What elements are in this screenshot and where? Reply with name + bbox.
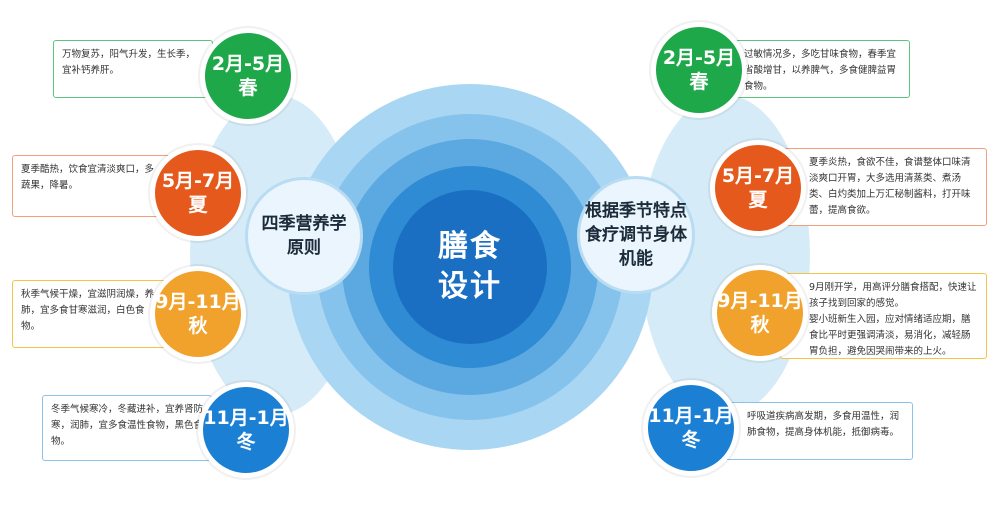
season-range: 9月-11月 xyxy=(717,290,803,312)
right-summer-badge: 5月-7月 夏 xyxy=(710,140,806,236)
season-range: 11月-1月 xyxy=(203,407,289,429)
season-name: 秋 xyxy=(750,314,770,336)
principle-left: 四季营养学 原则 xyxy=(245,177,363,295)
season-name: 冬 xyxy=(236,431,256,453)
right-autumn-badge: 9月-11月 秋 xyxy=(712,265,808,361)
season-range: 11月-1月 xyxy=(648,405,734,427)
right-winter-text: 呼吸道疾病高发期，多食用温性，润肺食物，提高身体机能，抵御病毒。 xyxy=(720,402,913,460)
season-name: 秋 xyxy=(188,315,208,337)
right-spring-badge: 2月-5月 春 xyxy=(651,22,747,118)
right-summer-text: 夏季炎热，食欲不佳，食谱整体口味清淡爽口开胃，大多选用清蒸类、煮汤类、白灼类加上… xyxy=(780,148,987,226)
left-spring-badge: 2月-5月 春 xyxy=(200,28,296,124)
season-name: 夏 xyxy=(188,194,208,216)
principle-right: 根据季节特点 食疗调节身体 机能 xyxy=(577,176,695,294)
season-name: 春 xyxy=(689,71,709,93)
right-winter-badge: 11月-1月 冬 xyxy=(643,380,739,476)
left-autumn-text: 秋季气候干燥，宜滋阴润燥，养肺，宜多食甘寒滋润，白色食物。 xyxy=(12,280,167,348)
right-autumn-text: 9月刚开学，用高评分膳食搭配，快速让孩子找到回家的感觉。 婴小班新生入园，应对情… xyxy=(780,273,987,359)
left-summer-badge: 5月-7月 夏 xyxy=(150,145,246,241)
season-range: 2月-5月 xyxy=(662,47,736,69)
season-range: 5月-7月 xyxy=(161,170,235,192)
left-spring-text: 万物复苏，阳气升发，生长季，宜补钙养肝。 xyxy=(53,40,213,98)
right-spring-text: 过敏情况多，多吃甘味食物，春季宜省酸增甘，以养脾气，多食健脾益胃食物。 xyxy=(735,40,910,98)
left-summer-text: 夏季酷热，饮食宜清淡爽口，多蔬果，降暑。 xyxy=(12,155,172,217)
season-name: 春 xyxy=(238,77,258,99)
season-range: 9月-11月 xyxy=(155,291,241,313)
season-name: 冬 xyxy=(681,429,701,451)
left-winter-text: 冬季气候寒冷，冬藏进补，宜养肾防寒，润肺，宜多食温性食物，黑色食物。 xyxy=(42,395,212,461)
center-title: 膳食 设计 xyxy=(438,229,502,304)
inner-ring xyxy=(393,190,547,344)
season-name: 夏 xyxy=(748,189,768,211)
left-autumn-badge: 9月-11月 秋 xyxy=(150,266,246,362)
season-range: 2月-5月 xyxy=(211,53,285,75)
left-winter-badge: 11月-1月 冬 xyxy=(198,382,294,478)
season-range: 5月-7月 xyxy=(721,165,795,187)
